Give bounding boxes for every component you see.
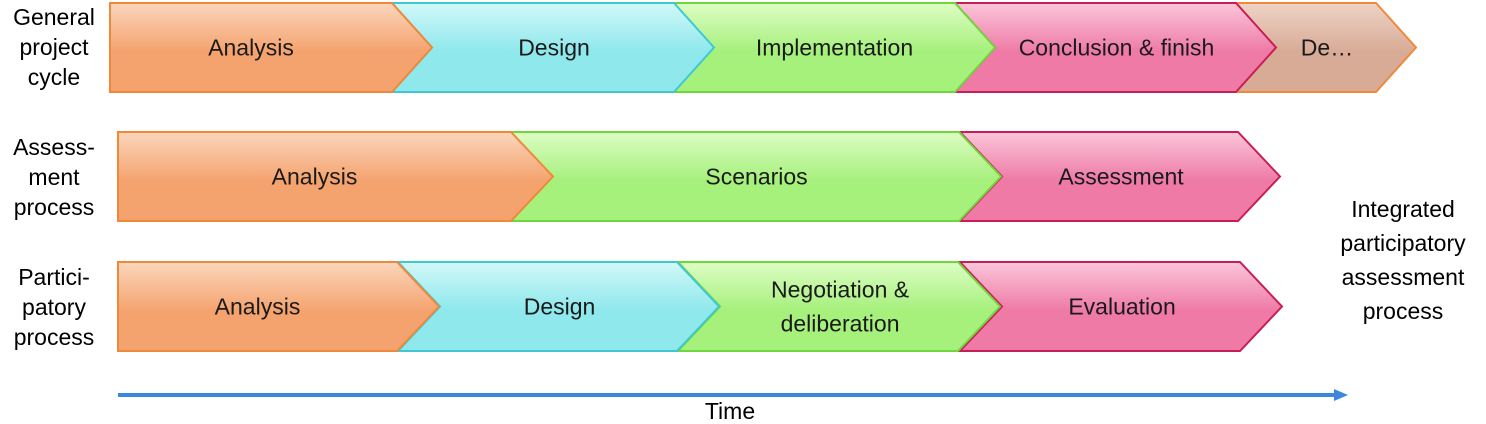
phase-label-design: Design — [518, 35, 590, 61]
row-label-general-project-cycle: General project cycle — [13, 4, 95, 90]
time-label: Time — [704, 398, 756, 424]
phase-label-negotiation-and-deliberation: Negotiation &deliberation — [771, 277, 909, 337]
chevron-negotiation-and-deliberation-row-3 — [675, 261, 1002, 352]
phase-label-analysis: Analysis — [215, 294, 301, 320]
phase-label-de: De… — [1301, 35, 1353, 61]
phase-label-analysis: Analysis — [272, 164, 358, 190]
chevron-evaluation-row-3 — [957, 261, 1284, 352]
phase-label-implementation: Implementation — [756, 35, 913, 61]
chevron-analysis-row-1 — [109, 1, 434, 93]
row-label-assessment-process: Assess- ment process — [13, 134, 95, 220]
chevron-analysis-row-2 — [117, 131, 555, 222]
phase-label-conclusion-and-finish: Conclusion & finish — [1019, 35, 1215, 61]
phase-label-assessment: Assessment — [1058, 164, 1184, 190]
phase-label-analysis: Analysis — [208, 35, 294, 61]
phase-label-evaluation: Evaluation — [1068, 294, 1175, 320]
phase-label-scenarios: Scenarios — [705, 164, 807, 190]
time-arrow — [118, 389, 1348, 401]
integrated-process-label: Integrated participatory assessment proc… — [1340, 196, 1466, 324]
chevron-analysis-row-3 — [117, 261, 441, 352]
phase-label-design: Design — [524, 294, 596, 320]
row-label-participatory-process: Partici- patory process — [13, 264, 95, 350]
